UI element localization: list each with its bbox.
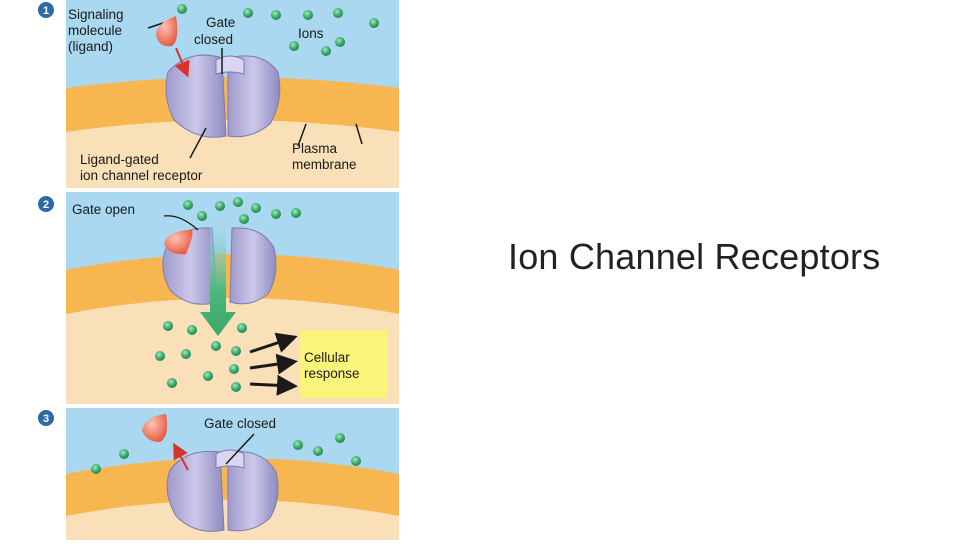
label-membrane-2: membrane xyxy=(292,157,357,172)
ions-panel-2 xyxy=(155,197,301,392)
ligand-release-arrow xyxy=(173,442,189,471)
panel-3: 3 Gate closed xyxy=(38,408,399,540)
ion-flow-arrow xyxy=(200,224,236,336)
step-badge-2: 2 xyxy=(38,196,54,212)
ligand-bound xyxy=(164,229,193,255)
panel-1: 1 Signaling molecule (ligand) Gate close… xyxy=(38,0,399,188)
cellular-response-box xyxy=(300,330,388,398)
label-signaling-1: Signaling xyxy=(68,7,124,22)
panel-2: 2 Gate open xyxy=(38,192,399,404)
ions-panel-3 xyxy=(91,433,361,474)
step-number-3: 3 xyxy=(43,413,49,425)
label-gate-open: Gate open xyxy=(72,202,135,217)
label-signaling-3: (ligand) xyxy=(68,39,113,54)
label-response-1: Cellular xyxy=(304,350,350,365)
slide-title: Ion Channel Receptors xyxy=(508,236,881,277)
label-membrane-1: Plasma xyxy=(292,141,338,156)
ligand-molecule xyxy=(156,16,178,47)
step-badge-3: 3 xyxy=(38,410,54,426)
label-receptor-1: Ligand-gated xyxy=(80,152,159,167)
label-signaling-2: molecule xyxy=(68,23,122,38)
ion-channel-diagram: 1 Signaling molecule (ligand) Gate close… xyxy=(30,0,402,540)
step-badge-1: 1 xyxy=(38,2,54,18)
label-response-2: response xyxy=(304,366,360,381)
ligand-binding-arrow xyxy=(174,47,190,78)
label-gate-closed: Gate closed xyxy=(204,416,276,431)
step-number-1: 1 xyxy=(43,5,49,17)
ligand-released xyxy=(142,414,168,442)
label-gate-1: Gate xyxy=(206,15,235,30)
step-number-2: 2 xyxy=(43,199,49,211)
response-arrows xyxy=(249,332,298,396)
cytoplasm-region xyxy=(66,118,399,188)
ions-panel-1 xyxy=(177,4,379,56)
label-gate-2: closed xyxy=(194,32,233,47)
label-receptor-2: ion channel receptor xyxy=(80,168,203,183)
label-ions: Ions xyxy=(298,26,324,41)
